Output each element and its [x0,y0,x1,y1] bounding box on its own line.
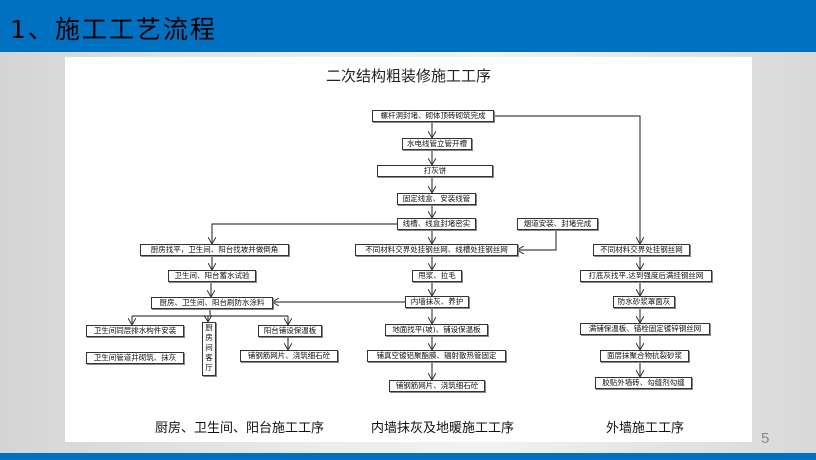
step-ext-insulation: 满铺保温板、锚栓固定镀锌钢丝网 [580,323,710,335]
step-ext-base-coat: 打底灰找平,达到强度后满挂钢丝网 [580,270,712,282]
step-ext-waterproof: 防水砂浆罩面灰 [613,296,675,308]
step-ext-steel-mesh: 不同材料交界处挂钢丝网 [593,244,690,256]
footer-left-label: 厨房、卫生间、阳台施工工序 [155,421,325,436]
step-floor-leveling: 地面找平(坡)、铺设保温板 [385,324,488,336]
footer-right-label: 外墙施工工序 [606,421,685,436]
flowchart: 二次结构粗装修施工工序 [65,57,752,442]
slide-title: 1、施工工艺流程 [10,15,217,44]
connector-lines [65,115,752,442]
step-hole-sealing: 螺杆洞封堵、砌体顶砖砌筑完成 [372,110,494,122]
step-shaft-masonry: 卫生间管道井砌筑、抹灰 [86,352,184,364]
step-ext-polymer-mortar: 面层抹聚合物抗裂砂浆 [600,350,689,362]
step-steel-mesh: 不同材料交界处挂钢丝网、线槽处挂钢丝网 [355,244,518,256]
step-ext-tiles: 胶贴外墙砖、勾缝剂勾缝 [595,377,692,389]
header-bar: 1、施工工艺流程 [0,0,816,52]
step-heating-pipes: 铺真空镀铝聚酯膜、辐射散热管固定 [367,350,506,362]
step-kitchen-living: 厨房间客厅 [202,322,216,376]
step-pipe-slotting: 水电线管立管开槽 [402,138,472,150]
page-number: 5 [761,430,770,447]
step-balcony-concrete: 铺钢筋网片、浇筑细石砼 [240,350,338,362]
step-seal-slots: 线槽、线盒封堵密实 [397,218,476,230]
step-water-test: 卫生间、阳台蓄水试验 [168,270,256,282]
step-kitchen-leveling: 厨房找平，卫生间、阳台找坡并做倒角 [140,244,289,256]
step-plaster-cakes: 打灰饼 [377,165,493,177]
step-concrete: 铺钢筋网片、浇筑细石砼 [389,380,485,392]
step-balcony-insulation: 阳台铺设保温板 [258,325,322,337]
step-fix-boxes: 固定线盒、安装线管 [397,193,476,205]
footer-center-label: 内墙抹灰及地暖施工工序 [371,421,515,436]
step-waterproof-coating: 厨房、卫生间、阳台刷防水涂料 [151,297,273,309]
step-drain-install: 卫生间同层排水构件安装 [86,325,184,337]
bottom-bar [0,453,816,460]
step-slurry: 甩浆、拉毛 [412,270,462,282]
diagram-title: 二次结构粗装修施工工序 [325,67,491,85]
step-flue-install: 烟道安装、封堵完成 [517,218,598,230]
step-inner-plaster: 内墙抹灰、养护 [405,296,469,308]
